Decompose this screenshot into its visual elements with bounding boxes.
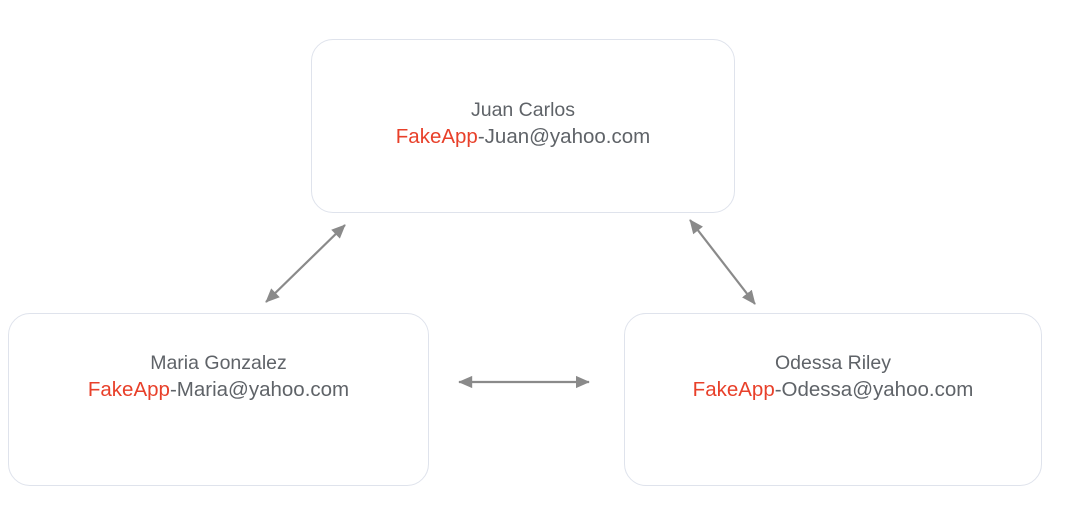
node-maria-gonzalez-email-domain: -Maria@yahoo.com <box>169 378 350 401</box>
node-odessa-riley-email: FakeApp-Odessa@yahoo.com <box>625 376 1041 404</box>
node-odessa-riley-email-brand: FakeApp <box>692 378 775 401</box>
node-juan-carlos-email-domain: -Juan@yahoo.com <box>477 125 651 148</box>
node-maria-gonzalez[interactable]: Maria Gonzalez FakeApp-Maria@yahoo.com <box>8 313 429 486</box>
node-odessa-riley[interactable]: Odessa Riley FakeApp-Odessa@yahoo.com <box>624 313 1042 486</box>
node-odessa-riley-name: Odessa Riley <box>775 352 891 374</box>
edge-juan-odessa <box>689 219 756 305</box>
node-juan-carlos[interactable]: Juan Carlos FakeApp-Juan@yahoo.com <box>311 39 735 213</box>
node-maria-gonzalez-content: Maria Gonzalez FakeApp-Maria@yahoo.com <box>9 350 428 404</box>
node-maria-gonzalez-email: FakeApp-Maria@yahoo.com <box>9 376 428 404</box>
node-juan-carlos-name: Juan Carlos <box>470 99 576 121</box>
edge-juan-maria <box>265 224 346 303</box>
node-maria-gonzalez-name: Maria Gonzalez <box>150 352 287 374</box>
node-juan-carlos-email: FakeApp-Juan@yahoo.com <box>312 123 734 151</box>
node-juan-carlos-email-brand: FakeApp <box>395 125 478 148</box>
node-maria-gonzalez-email-brand: FakeApp <box>87 378 170 401</box>
node-odessa-riley-email-domain: -Odessa@yahoo.com <box>774 378 974 401</box>
node-juan-carlos-content: Juan Carlos FakeApp-Juan@yahoo.com <box>312 97 734 151</box>
node-odessa-riley-content: Odessa Riley FakeApp-Odessa@yahoo.com <box>625 350 1041 404</box>
